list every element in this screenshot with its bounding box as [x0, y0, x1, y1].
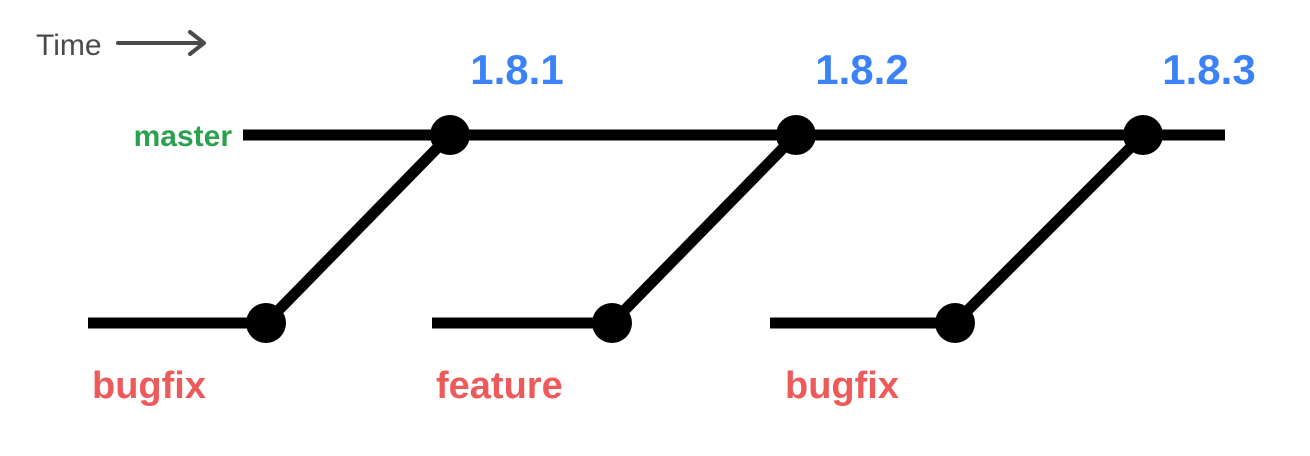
- merge-line-bugfix-1: [262, 131, 454, 327]
- master-branch-label: master: [134, 120, 233, 153]
- merge-line-feature-1: [608, 131, 800, 327]
- merge-line-bugfix-2: [951, 131, 1147, 327]
- master-commit-nodes-group: [430, 115, 1163, 155]
- commit-node-bugfix-1[interactable]: [246, 303, 286, 343]
- branch-label-bugfix-1: bugfix: [92, 365, 206, 407]
- commit-node-1.8.1[interactable]: [430, 115, 470, 155]
- merge-lines-group: [262, 131, 1147, 327]
- commit-node-1.8.2[interactable]: [776, 115, 816, 155]
- time-axis-group: Time: [36, 29, 206, 62]
- commit-node-bugfix-2[interactable]: [935, 303, 975, 343]
- commit-node-feature-1[interactable]: [592, 303, 632, 343]
- arrow-right-icon: [116, 30, 206, 56]
- version-tag-1.8.1: 1.8.1: [470, 46, 563, 93]
- version-tag-1.8.2: 1.8.2: [815, 46, 908, 93]
- time-axis-label: Time: [36, 29, 102, 62]
- commit-node-1.8.3[interactable]: [1123, 115, 1163, 155]
- branch-commit-nodes-group: [246, 303, 975, 343]
- branch-label-feature-1: feature: [436, 365, 563, 407]
- version-tag-1.8.3: 1.8.3: [1162, 46, 1255, 93]
- version-tag-labels-group: 1.8.1 1.8.2 1.8.3: [470, 46, 1255, 93]
- branch-label-bugfix-2: bugfix: [785, 365, 899, 407]
- branch-name-labels-group: bugfix feature bugfix: [92, 365, 899, 407]
- master-branch-group: master: [134, 120, 1225, 153]
